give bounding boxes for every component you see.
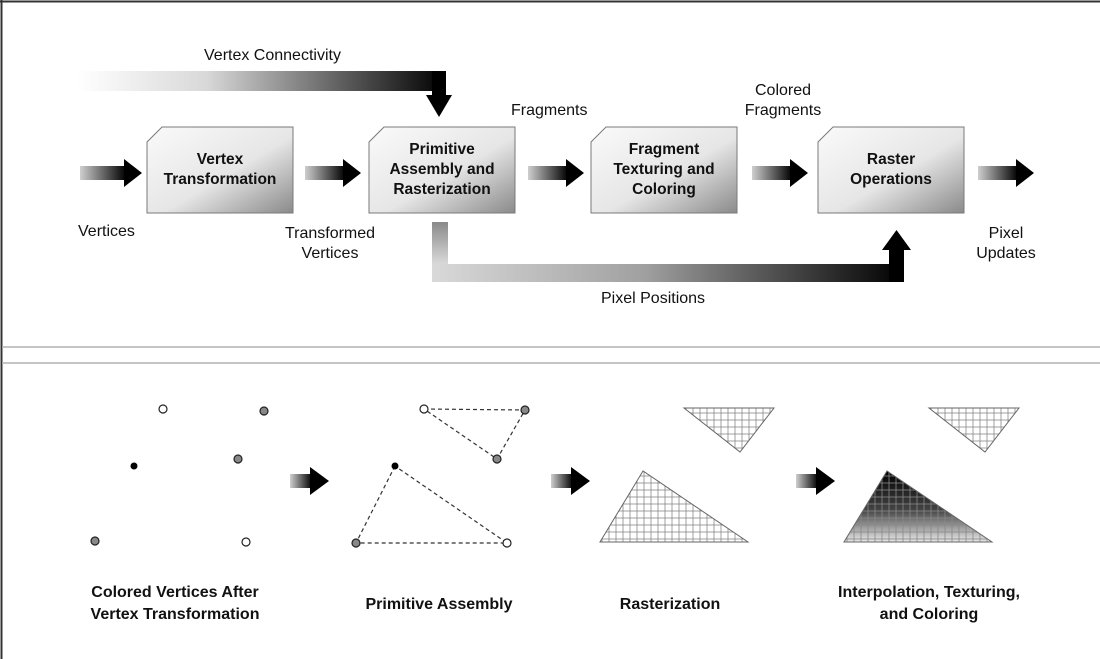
vertex-point	[520, 405, 530, 415]
flow-arrow-2	[305, 159, 361, 187]
vertex-connectivity-label: Vertex Connectivity	[204, 47, 341, 64]
stage-title-primitive-assembly: Primitive Assembly and Rasterization	[389, 141, 495, 198]
stage-box-primitive-assembly	[368, 126, 516, 214]
caption-interpolation: Interpolation, Texturing, and Coloring	[838, 584, 1020, 623]
flow-arrow-5	[978, 159, 1034, 187]
caption-primitive-assembly: Primitive Assembly	[365, 596, 513, 613]
stage-title-fragment-texturing: Fragment Texturing and Coloring	[613, 141, 715, 198]
vertex-point	[419, 404, 429, 414]
assembled-triangle-top	[422, 408, 527, 460]
vertex-point	[259, 406, 269, 416]
interpolated-grid-top	[927, 407, 1021, 453]
stage-title-raster-operations: Raster Operations	[850, 151, 932, 188]
panel-arrow-2	[551, 467, 590, 495]
pixel-updates-label: Pixel Updates	[976, 225, 1036, 262]
vertex-point	[130, 462, 138, 470]
stage-box-raster-operations	[817, 126, 965, 214]
fragments-label: Fragments	[511, 102, 588, 119]
panel-arrow-1	[290, 467, 329, 495]
vertex-point	[391, 462, 399, 470]
vertex-connectivity-arrow-shaft	[78, 71, 446, 91]
vertex-point	[351, 538, 361, 548]
colored-fragments-label: Colored Fragments	[744, 82, 822, 119]
pixel-positions-arrow-rise	[889, 248, 904, 282]
vertex-point	[241, 537, 251, 547]
raster-grid-bottom	[599, 470, 750, 543]
pixel-positions-label: Pixel Positions	[601, 290, 706, 307]
raster-grid-top	[682, 407, 776, 453]
vertex-point	[158, 404, 168, 414]
pixel-positions-arrow-shaft	[432, 264, 904, 282]
vertex-connectivity-arrow-drop	[432, 71, 446, 97]
flow-arrow-1	[80, 159, 142, 187]
caption-colored-vertices: Colored Vertices After Vertex Transforma…	[90, 584, 260, 623]
transformed-vertices-label: Transformed Vertices	[284, 225, 376, 262]
pixel-positions-arrow-up	[432, 222, 448, 264]
flow-arrow-4	[752, 159, 808, 187]
interpolated-grid-bottom	[843, 470, 994, 543]
vertex-connectivity-arrow-head	[426, 95, 452, 117]
vertex-point	[502, 538, 512, 548]
pixel-positions-arrow-head	[882, 230, 911, 250]
vertex-point	[233, 454, 243, 464]
panel-arrow-3	[796, 467, 835, 495]
stage-box-vertex-transformation	[146, 126, 294, 214]
vertex-point	[90, 536, 100, 546]
vertices-label: Vertices	[78, 223, 135, 240]
assembled-triangle-bottom	[355, 465, 509, 544]
stage-box-fragment-texturing	[590, 126, 738, 214]
vertex-point	[492, 454, 502, 464]
flow-arrow-3	[528, 159, 584, 187]
caption-rasterization: Rasterization	[619, 596, 721, 613]
stage-title-vertex-transformation: Vertex Transformation	[163, 151, 277, 188]
